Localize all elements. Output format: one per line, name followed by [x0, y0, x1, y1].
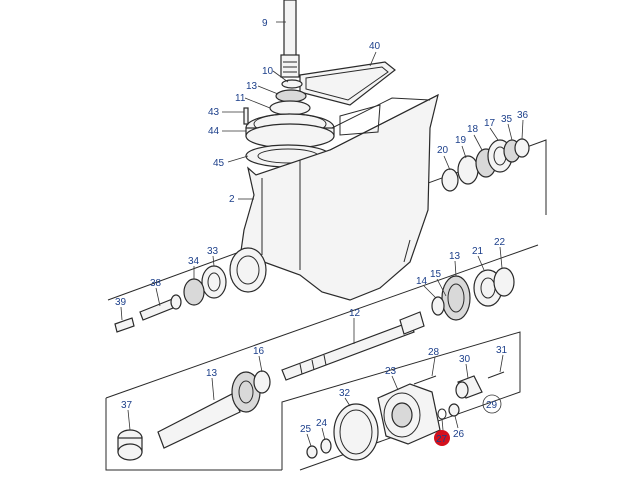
callout-29: 29: [486, 400, 498, 411]
lower-frame-top: [105, 244, 539, 399]
callout-28: 28: [428, 347, 440, 358]
bearing-stack-right: [441, 138, 530, 192]
callout-13-lower-gear: 13: [206, 368, 218, 379]
washer-part-24: [320, 438, 332, 454]
bearing-housing-part-44: [245, 113, 335, 149]
bevel-gear-part-13-upper: [431, 267, 515, 321]
callout-19: 19: [455, 135, 467, 146]
callout-21: 21: [472, 246, 484, 257]
callout-33: 33: [207, 246, 219, 257]
bolt-part-28: [413, 375, 437, 385]
bearing-stack-left: [114, 265, 227, 333]
cover-group-frame: [281, 331, 521, 471]
callout-12: 12: [349, 308, 361, 319]
propeller-shaft-part-12: [281, 311, 425, 381]
callout-30: 30: [459, 354, 471, 365]
leader-lines: [120, 21, 524, 447]
callout-25: 25: [300, 424, 312, 435]
bearing-cover-part-23: [377, 383, 441, 445]
callout-17: 17: [484, 118, 496, 129]
callout-40: 40: [369, 41, 381, 52]
gasket-part-40: [299, 61, 396, 106]
callout-14: 14: [416, 276, 428, 287]
callout-9: 9: [262, 18, 268, 29]
callout-43: 43: [208, 107, 220, 118]
callout-29-circle: [482, 394, 502, 414]
callout-23: 23: [385, 366, 397, 377]
bolt-part-31: [487, 371, 505, 379]
callout-16: 16: [253, 346, 265, 357]
callout-37: 37: [121, 400, 133, 411]
callout-45: 45: [213, 158, 225, 169]
callout-11: 11: [235, 93, 246, 104]
callout-39: 39: [115, 297, 127, 308]
lower-group-frame: [105, 398, 282, 471]
callout-44: 44: [208, 126, 220, 137]
callout-38: 38: [150, 278, 162, 289]
bushing-part-37: [117, 429, 143, 461]
callout-13-upper-gear: 13: [449, 251, 461, 262]
nut-part-25: [306, 445, 318, 459]
bevel-gear-part-13-lower: [157, 370, 271, 449]
callout-36: 36: [517, 110, 529, 121]
callout-13-upper-pinion: 13: [246, 81, 258, 92]
callout-20: 20: [437, 145, 449, 156]
callout-24: 24: [316, 418, 328, 429]
callout-27: 27: [436, 434, 448, 445]
callout-22: 22: [494, 237, 506, 248]
callout-35: 35: [501, 114, 513, 125]
callout-26: 26: [453, 429, 465, 440]
driveshaft-part-9: [280, 0, 300, 78]
callout-27-highlight: [434, 430, 450, 446]
o-ring-part-27: [437, 408, 447, 420]
callout-32: 32: [339, 388, 351, 399]
callout-10: 10: [262, 66, 274, 77]
callout-18: 18: [467, 124, 479, 135]
plug-part-26: [448, 403, 460, 417]
callout-2: 2: [229, 194, 235, 205]
seal-ring-part-32: [333, 403, 379, 461]
stud-part-43: [243, 107, 249, 125]
sleeve-part-30: [455, 375, 483, 399]
callout-31: 31: [496, 345, 508, 356]
callout-34: 34: [188, 256, 200, 267]
callout-15: 15: [430, 269, 442, 280]
gear-housing-part-2: [229, 93, 439, 301]
